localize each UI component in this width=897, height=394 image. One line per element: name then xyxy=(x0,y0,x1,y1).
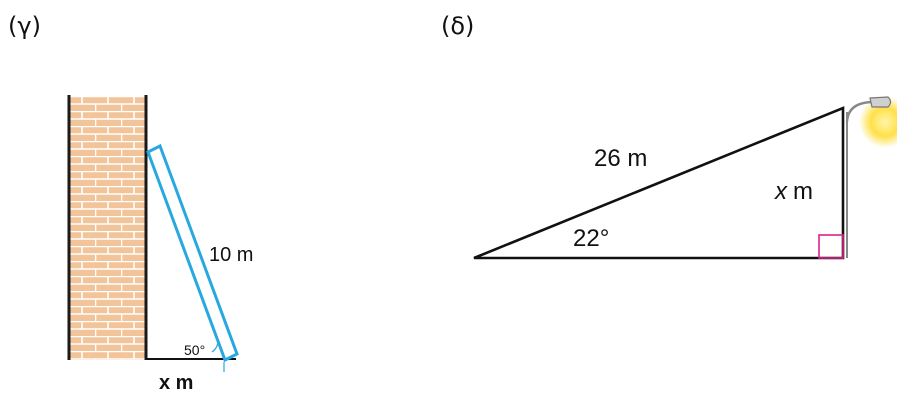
right-angle-mark xyxy=(818,234,844,259)
triangle xyxy=(473,106,845,260)
hypotenuse-label-gamma: 10 m xyxy=(209,244,253,266)
lamp-glow xyxy=(859,96,897,148)
part-delta-label: (δ) xyxy=(441,12,475,40)
angle-arc-50 xyxy=(211,339,219,353)
figure-gamma: 10 m 50° x m xyxy=(67,95,253,394)
brick-wall xyxy=(69,96,146,360)
hypotenuse-label-delta: 26 m xyxy=(594,145,647,172)
part-gamma-label: (γ) xyxy=(8,12,41,40)
base-label-gamma: x m xyxy=(159,372,193,394)
lamp-arm xyxy=(845,100,875,123)
side-label-var: x xyxy=(774,178,788,205)
lamp-head xyxy=(869,96,892,108)
side-label-unit: m xyxy=(793,178,813,205)
angle-label-delta: 22° xyxy=(573,225,609,252)
angle-label-gamma: 50° xyxy=(184,342,205,358)
ladder xyxy=(146,143,239,363)
